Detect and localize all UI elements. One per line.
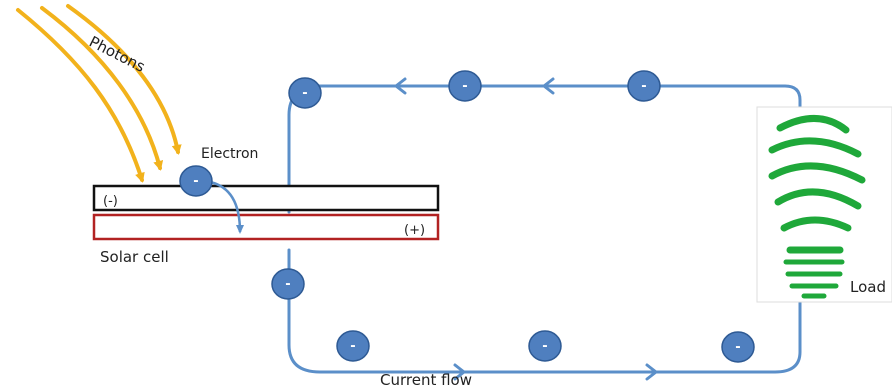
electron-icon: - [721,331,755,363]
electron-path-arrow [209,180,244,234]
negative-terminal-label: (-) [103,194,118,209]
electron-icon: - [627,70,661,102]
solar-cell-label: Solar cell [100,248,169,266]
photon-arrow-icon [16,8,145,183]
svg-text:-: - [462,79,467,94]
svg-text:-: - [542,339,547,354]
p-type-layer [92,213,440,241]
electron-icon: - [528,330,562,362]
n-type-layer [92,184,440,212]
current-arrows [394,77,658,381]
photon-rays [16,4,182,183]
electron-icon: - [179,165,213,197]
svg-text:-: - [735,340,740,355]
photon-arrow-icon [66,4,182,155]
svg-text:-: - [350,339,355,354]
photon-arrow-icon [40,6,164,171]
electron-icon: - [288,77,322,109]
electron-label: Electron [201,146,258,162]
svg-text:-: - [302,86,307,101]
electron-icon: - [336,330,370,362]
svg-text:-: - [193,174,198,189]
electrons: - - - - - - - - [179,70,755,363]
light-bulb-icon [768,115,866,299]
svg-text:-: - [641,79,646,94]
load-label: Load [850,278,886,296]
current-flow-label: Current flow [380,371,472,387]
load: Load [756,106,892,303]
positive-terminal-label: (+) [404,223,425,238]
solar-cell: (-) (+) Solar cell [92,184,440,266]
electron-icon: - [271,268,305,300]
svg-text:-: - [285,277,290,292]
electron-icon: - [448,70,482,102]
